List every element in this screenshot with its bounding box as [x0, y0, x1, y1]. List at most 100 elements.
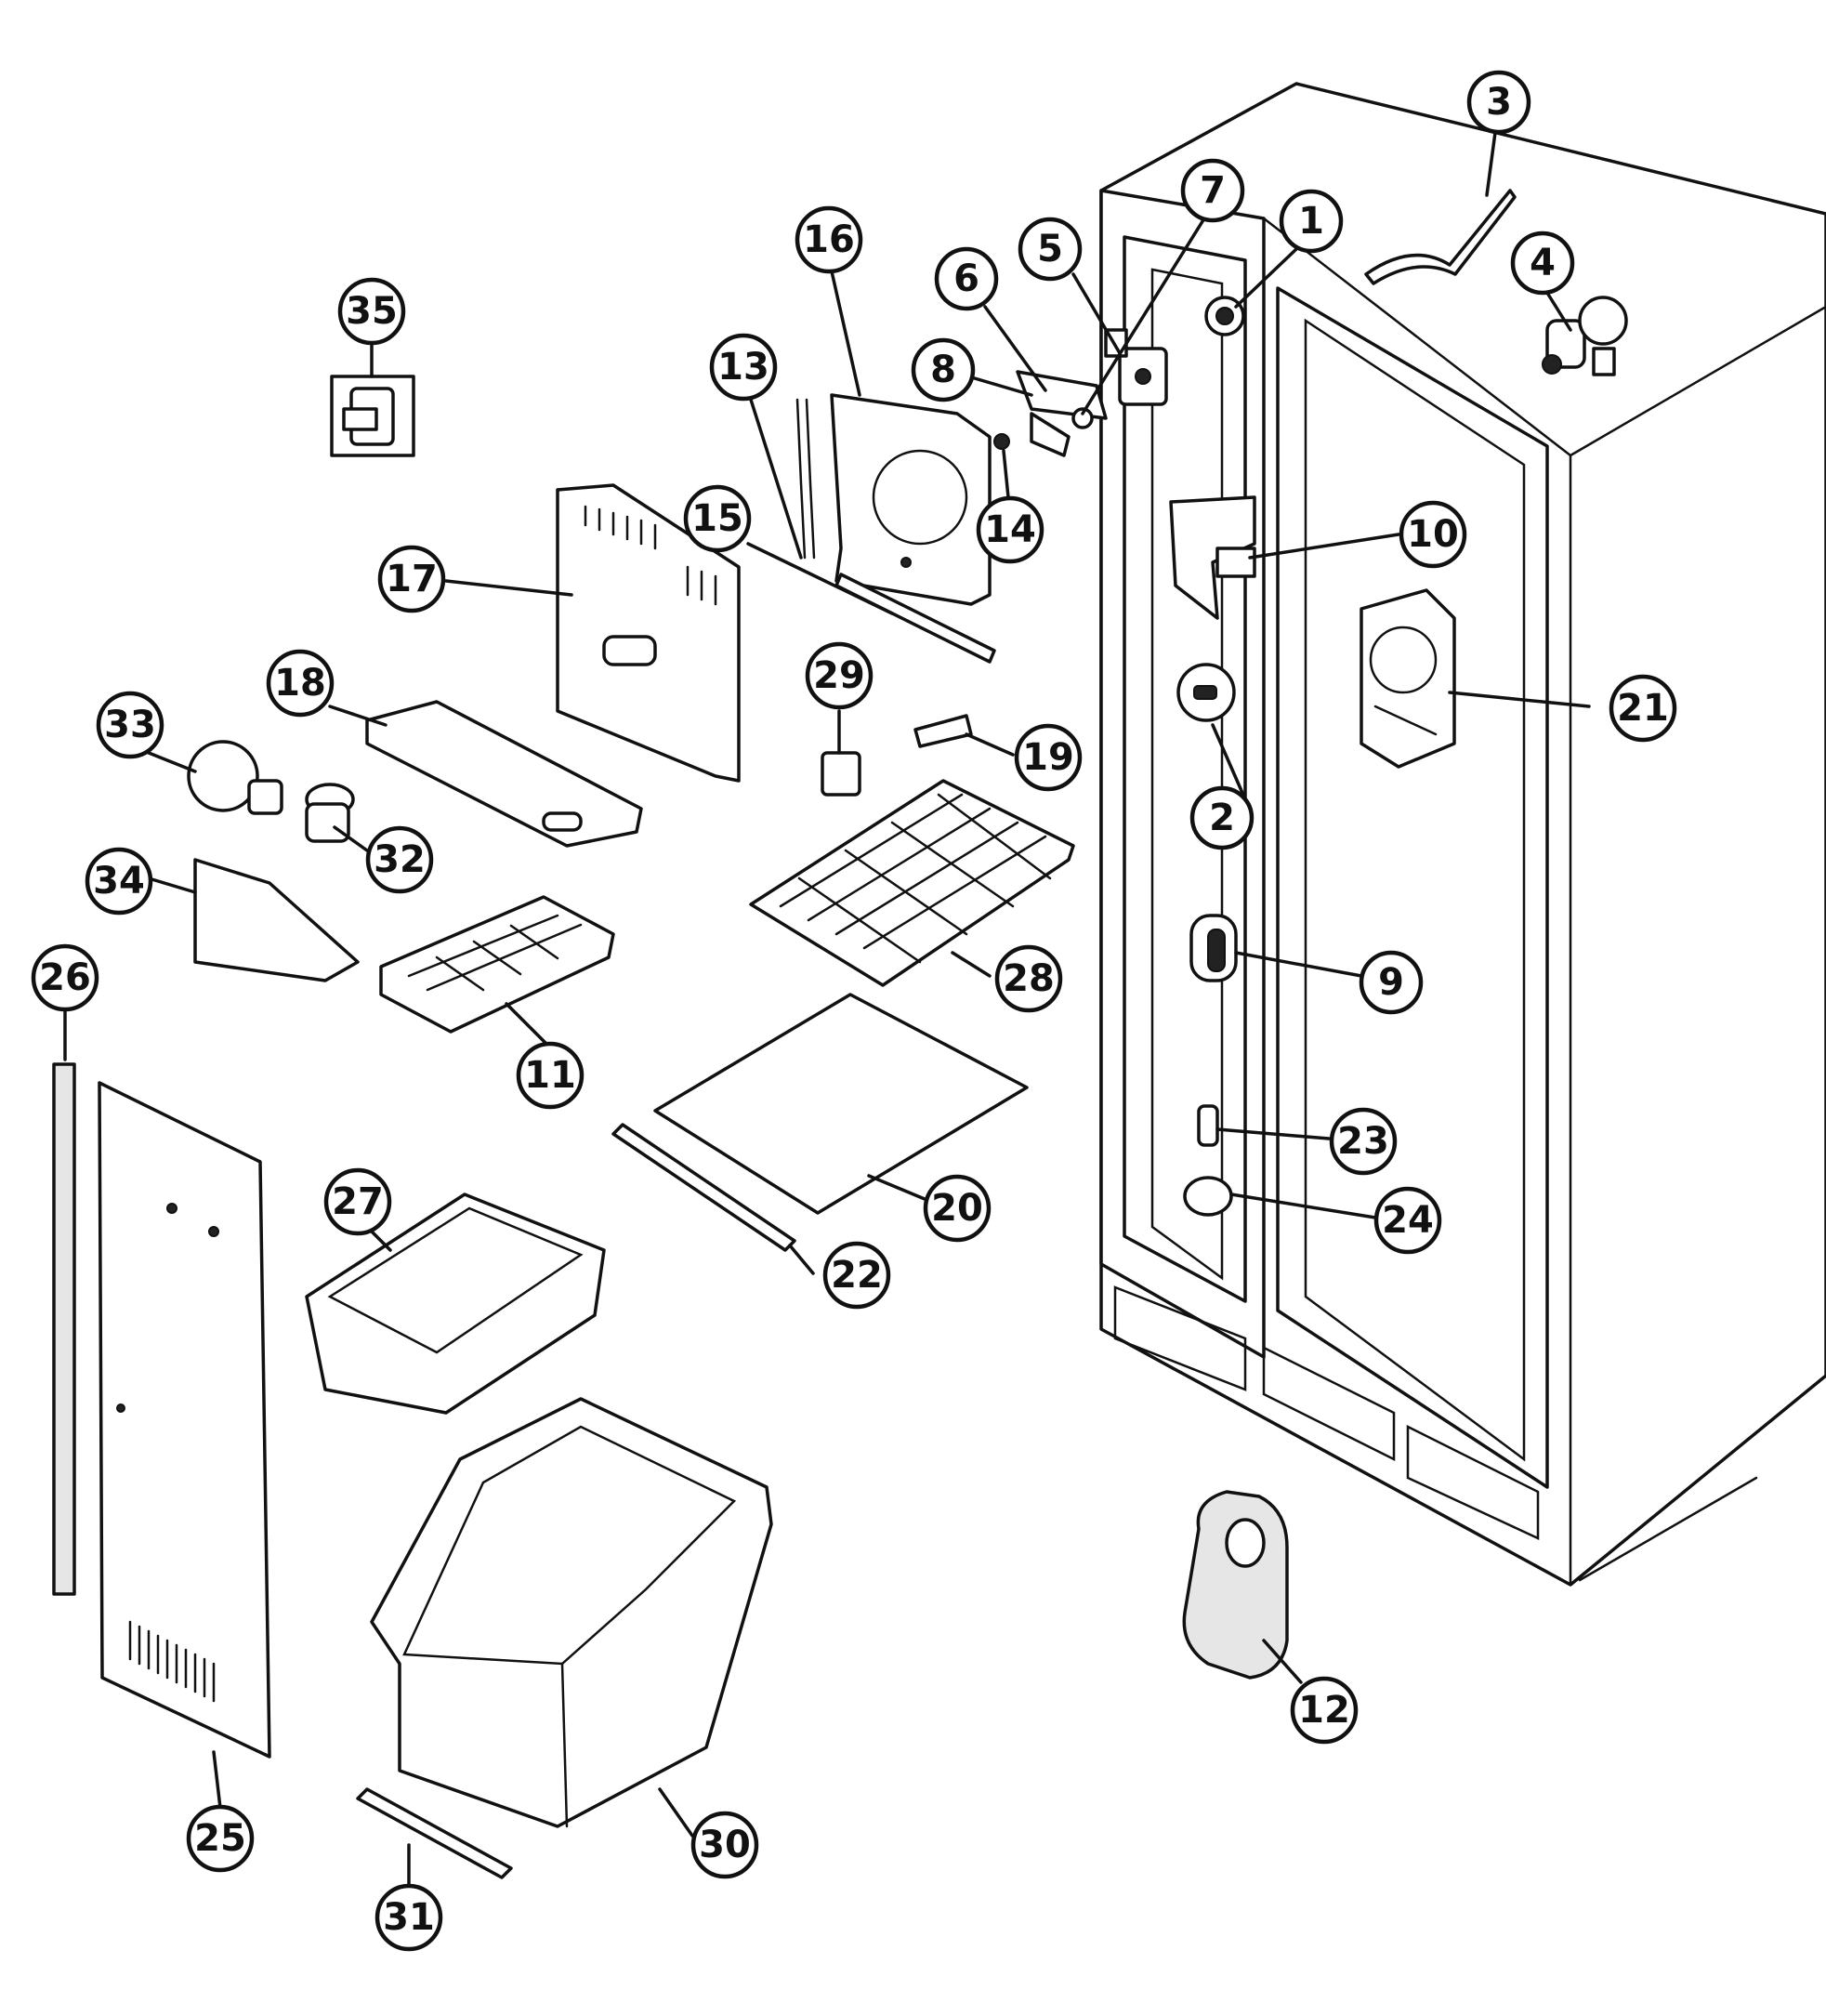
wire-shelf — [749, 779, 1075, 987]
callout-34: 34 — [85, 847, 153, 916]
leader-lines — [63, 124, 1591, 1889]
refrigerator-cabinet — [1099, 82, 1826, 1587]
svg-text:10: 10 — [1407, 513, 1459, 556]
light-shield — [193, 858, 360, 982]
svg-text:17: 17 — [386, 558, 438, 600]
svg-text:2: 2 — [1209, 797, 1235, 839]
callout-15: 15 — [683, 484, 752, 553]
svg-text:15: 15 — [691, 497, 743, 540]
switch — [821, 751, 861, 797]
callout-23: 23 — [1329, 1107, 1398, 1176]
basket — [305, 1192, 606, 1415]
lamp-socket — [305, 783, 355, 843]
callout-10: 10 — [1399, 500, 1467, 569]
svg-text:16: 16 — [803, 218, 855, 261]
svg-text:29: 29 — [813, 654, 865, 697]
svg-text:20: 20 — [931, 1187, 983, 1230]
svg-text:24: 24 — [1382, 1199, 1434, 1242]
svg-text:33: 33 — [104, 704, 156, 746]
callout-6: 6 — [934, 246, 999, 311]
svg-text:18: 18 — [274, 662, 326, 705]
water-valve — [1542, 296, 1628, 376]
svg-text:32: 32 — [374, 838, 426, 881]
callout-3: 3 — [1466, 70, 1531, 135]
svg-text:21: 21 — [1617, 687, 1669, 730]
plug — [1197, 1104, 1219, 1147]
svg-text:12: 12 — [1298, 1689, 1350, 1732]
ice-bucket-motor — [1182, 1490, 1289, 1680]
svg-text:9: 9 — [1378, 961, 1404, 1004]
trim-strip — [834, 573, 996, 664]
callout-32: 32 — [365, 825, 434, 894]
tube — [1364, 189, 1517, 285]
glass-shelf — [653, 993, 1029, 1215]
callout-16: 16 — [795, 205, 863, 274]
callout-25: 25 — [186, 1804, 255, 1873]
callout-22: 22 — [822, 1241, 891, 1310]
fan-grille — [1169, 495, 1256, 620]
callout-33: 33 — [96, 691, 164, 759]
seal-strip — [52, 1062, 76, 1596]
svg-text:25: 25 — [194, 1817, 246, 1860]
svg-text:28: 28 — [1003, 957, 1055, 1000]
mounting-bracket — [365, 700, 643, 848]
svg-text:26: 26 — [39, 956, 91, 999]
ice-tray — [379, 895, 615, 1034]
label-strip — [356, 1787, 513, 1879]
wire-harness — [795, 398, 807, 560]
back-panel — [98, 1081, 271, 1759]
svg-text:14: 14 — [984, 508, 1036, 551]
callout-26: 26 — [31, 943, 99, 1012]
callout-27: 27 — [323, 1167, 392, 1236]
callout-17: 17 — [377, 545, 446, 613]
svg-text:8: 8 — [930, 349, 956, 391]
svg-text:4: 4 — [1530, 242, 1556, 284]
svg-text:3: 3 — [1486, 81, 1512, 124]
air-duct-cover — [556, 483, 741, 783]
callout-19: 19 — [1014, 723, 1083, 792]
ice-maker-bracket — [1016, 370, 1108, 457]
clip — [913, 714, 973, 748]
callout-20: 20 — [923, 1174, 992, 1243]
svg-text:30: 30 — [699, 1824, 751, 1866]
callout-11: 11 — [516, 1041, 585, 1110]
thermostat — [1104, 328, 1168, 406]
callout-18: 18 — [266, 649, 335, 718]
light-bulb — [187, 740, 283, 815]
callout-21: 21 — [1609, 674, 1677, 743]
fan-shroud — [1360, 588, 1456, 769]
fan-motor-mount — [1189, 914, 1238, 982]
shelf-trim — [611, 1123, 796, 1252]
callout-30: 30 — [690, 1811, 759, 1879]
svg-text:5: 5 — [1037, 228, 1063, 270]
callout-8: 8 — [911, 337, 976, 402]
light-switch — [330, 375, 415, 457]
callout-12: 12 — [1290, 1676, 1359, 1745]
svg-text:11: 11 — [524, 1054, 576, 1097]
cap — [1183, 1176, 1233, 1217]
svg-text:31: 31 — [383, 1896, 435, 1939]
callout-29: 29 — [805, 641, 874, 710]
callout-2: 2 — [1189, 785, 1255, 850]
callout-28: 28 — [994, 944, 1063, 1013]
svg-text:19: 19 — [1022, 736, 1074, 779]
callout-24: 24 — [1373, 1186, 1442, 1255]
svg-text:6: 6 — [953, 257, 979, 300]
svg-text:1: 1 — [1298, 200, 1324, 243]
control-knob — [1176, 663, 1236, 722]
screw — [993, 433, 1010, 450]
callout-35: 35 — [337, 277, 406, 346]
svg-text:22: 22 — [831, 1254, 883, 1297]
svg-text:7: 7 — [1200, 169, 1226, 212]
callout-14: 14 — [976, 495, 1044, 564]
evaporator-cover — [830, 393, 992, 606]
callout-7: 7 — [1180, 158, 1245, 223]
callout-9: 9 — [1359, 950, 1424, 1015]
svg-text:35: 35 — [346, 290, 398, 333]
svg-text:27: 27 — [332, 1180, 384, 1223]
ice-bin — [370, 1397, 773, 1828]
callout-31: 31 — [374, 1883, 443, 1952]
callout-4: 4 — [1510, 231, 1575, 296]
svg-text:23: 23 — [1337, 1120, 1389, 1163]
